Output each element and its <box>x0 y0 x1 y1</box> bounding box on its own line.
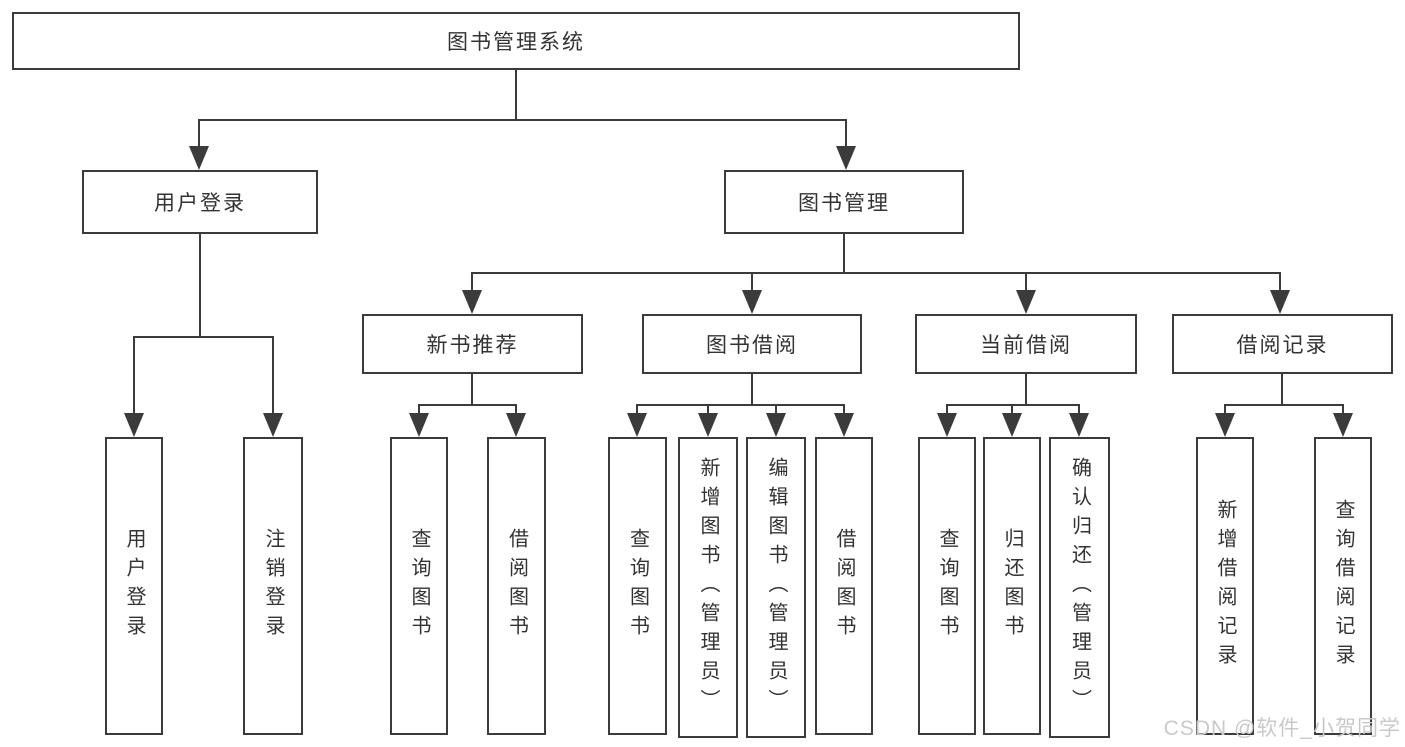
connector-line <box>751 272 753 294</box>
arrow-down-icon <box>263 413 283 437</box>
leaf-label: 查询借阅记录 <box>1332 499 1354 673</box>
node-label: 图书借阅 <box>706 334 798 357</box>
leaf-query-books-recommend: 查询图书 <box>390 437 448 735</box>
leaf-query-books-current: 查询图书 <box>918 437 976 735</box>
arrow-down-icon <box>627 413 647 437</box>
connector-line <box>636 404 638 418</box>
leaf-label: 用户登录 <box>123 528 145 644</box>
connector-line <box>133 336 135 416</box>
node-label: 新书推荐 <box>426 334 519 357</box>
connector-line <box>198 119 847 121</box>
leaf-query-books-borrowing: 查询图书 <box>608 437 667 735</box>
node-label: 用户登录 <box>154 192 246 215</box>
arrow-down-icon <box>1002 413 1022 437</box>
arrow-down-icon <box>462 290 482 314</box>
leaf-borrow-books: 借阅图书 <box>815 437 873 735</box>
connector-line <box>1011 404 1013 418</box>
leaf-label: 查询图书 <box>408 528 430 644</box>
arrow-down-icon <box>506 413 526 437</box>
node-label: 图书管理 <box>798 192 890 215</box>
connector-line <box>1025 374 1027 404</box>
connector-line <box>1281 374 1283 404</box>
arrow-down-icon <box>409 413 429 437</box>
arrow-down-icon <box>1215 413 1235 437</box>
arrow-down-icon <box>1333 413 1353 437</box>
leaf-label: 借阅图书 <box>833 528 855 644</box>
node-user-login: 用户登录 <box>82 170 318 234</box>
arrow-down-icon <box>937 413 957 437</box>
leaf-label: 新增借阅记录 <box>1214 499 1236 673</box>
leaf-label: 确认归还（管理员） <box>1068 457 1091 718</box>
node-library-management-system: 图书管理系统 <box>12 12 1020 70</box>
connector-line <box>1279 272 1281 294</box>
leaf-label: 借阅图书 <box>505 528 528 644</box>
node-label: 图书管理系统 <box>447 31 585 54</box>
connector-line <box>133 336 273 338</box>
leaf-user-login: 用户登录 <box>105 437 163 735</box>
arrow-down-icon <box>124 413 144 437</box>
arrow-down-icon <box>834 413 854 437</box>
connector-line <box>946 404 948 418</box>
connector-line <box>843 234 845 272</box>
connector-line <box>1025 272 1027 294</box>
connector-line <box>1078 404 1080 418</box>
connector-line <box>198 119 200 151</box>
arrow-down-icon <box>189 146 209 170</box>
watermark: CSDN @软件_小贺同学 <box>1163 717 1401 740</box>
arrow-down-icon <box>1016 290 1036 314</box>
connector-line <box>471 272 473 294</box>
arrow-down-icon <box>766 413 786 437</box>
leaf-label: 归还图书 <box>1001 528 1023 644</box>
connector-line <box>515 70 517 119</box>
connector-line <box>418 404 517 406</box>
connector-line <box>636 404 845 406</box>
leaf-add-borrow-record: 新增借阅记录 <box>1196 437 1254 735</box>
node-borrowing-records: 借阅记录 <box>1172 314 1393 374</box>
connector-line <box>751 374 753 404</box>
leaf-label: 注销登录 <box>262 528 284 644</box>
connector-line <box>471 374 473 404</box>
arrow-down-icon <box>1270 290 1290 314</box>
leaf-label: 查询图书 <box>626 528 649 644</box>
leaf-edit-books-admin: 编辑图书（管理员） <box>746 437 806 738</box>
arrow-down-icon <box>1069 413 1089 437</box>
connector-line <box>272 336 274 416</box>
leaf-label: 新增图书（管理员） <box>697 457 719 718</box>
connector-line <box>845 119 847 151</box>
connector-line <box>199 234 201 336</box>
node-book-management: 图书管理 <box>724 170 964 234</box>
leaf-label: 查询图书 <box>936 528 958 644</box>
leaf-label: 编辑图书（管理员） <box>765 457 787 718</box>
connector-line <box>775 404 777 418</box>
leaf-logout: 注销登录 <box>243 437 303 735</box>
connector-line <box>471 272 1281 274</box>
connector-line <box>1224 404 1226 418</box>
node-book-borrowing: 图书借阅 <box>642 314 862 374</box>
leaf-return-books: 归还图书 <box>983 437 1041 735</box>
node-new-book-recommendation: 新书推荐 <box>362 314 583 374</box>
leaf-query-borrow-record: 查询借阅记录 <box>1314 437 1372 735</box>
arrow-down-icon <box>836 146 856 170</box>
connector-line <box>1342 404 1344 418</box>
node-label: 当前借阅 <box>980 334 1072 357</box>
node-label: 借阅记录 <box>1236 334 1329 357</box>
leaf-add-books-admin: 新增图书（管理员） <box>678 437 738 738</box>
connector-line <box>515 404 517 418</box>
arrow-down-icon <box>698 413 718 437</box>
leaf-confirm-return-admin: 确认归还（管理员） <box>1049 437 1110 738</box>
arrow-down-icon <box>742 290 762 314</box>
node-current-borrowing: 当前借阅 <box>915 314 1137 374</box>
connector-line <box>1224 404 1344 406</box>
connector-line <box>418 404 420 418</box>
connector-line <box>707 404 709 418</box>
connector-line <box>843 404 845 418</box>
leaf-borrow-books-recommend: 借阅图书 <box>487 437 546 735</box>
